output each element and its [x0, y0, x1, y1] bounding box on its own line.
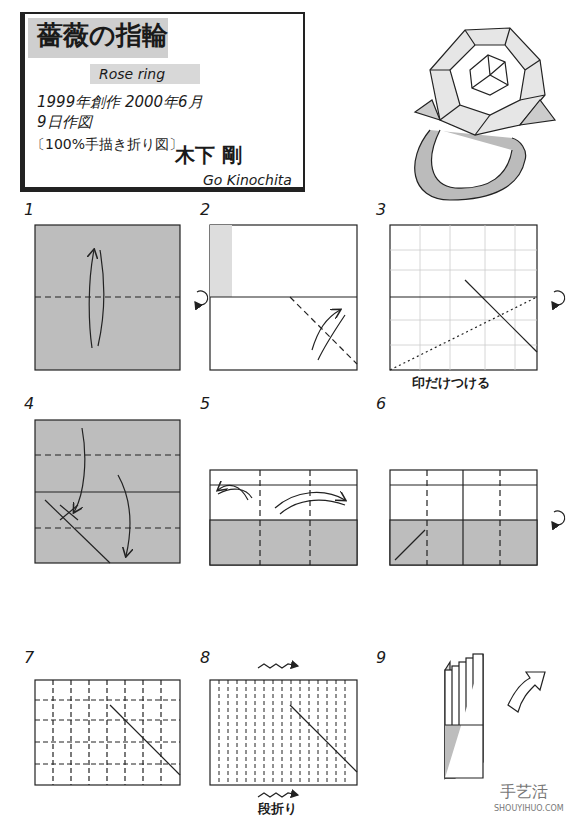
instruction-note: 段折り — [256, 800, 299, 818]
step-number: 6 — [376, 394, 386, 413]
step-number: 3 — [376, 200, 386, 219]
instruction-note: 印だけつける — [410, 374, 492, 392]
step-number: 8 — [200, 648, 210, 667]
step-number: 9 — [376, 648, 386, 667]
step-number: 5 — [200, 394, 210, 413]
title-text: 薔薇の指輪 — [37, 18, 168, 53]
subtitle-text: Rose ring — [99, 66, 165, 82]
author-roman-text: Go Kinochita — [203, 172, 292, 188]
step-number: 4 — [24, 394, 34, 413]
date-text: 1999年創作 2000年6月9日作図 — [37, 92, 207, 133]
note-text: 〔100%手描き折り図〕 — [31, 136, 183, 154]
step-number: 2 — [200, 200, 210, 219]
author-text: 木下 剛 — [175, 142, 242, 169]
watermark: 手艺活 — [500, 782, 548, 803]
title-frame: 薔薇の指輪 Rose ring 1999年創作 2000年6月9日作図〔100%手描… — [20, 12, 305, 192]
step-number: 7 — [24, 648, 34, 667]
watermark: SHOUYIHUO.COM — [494, 804, 564, 813]
step-number: 1 — [24, 200, 34, 219]
